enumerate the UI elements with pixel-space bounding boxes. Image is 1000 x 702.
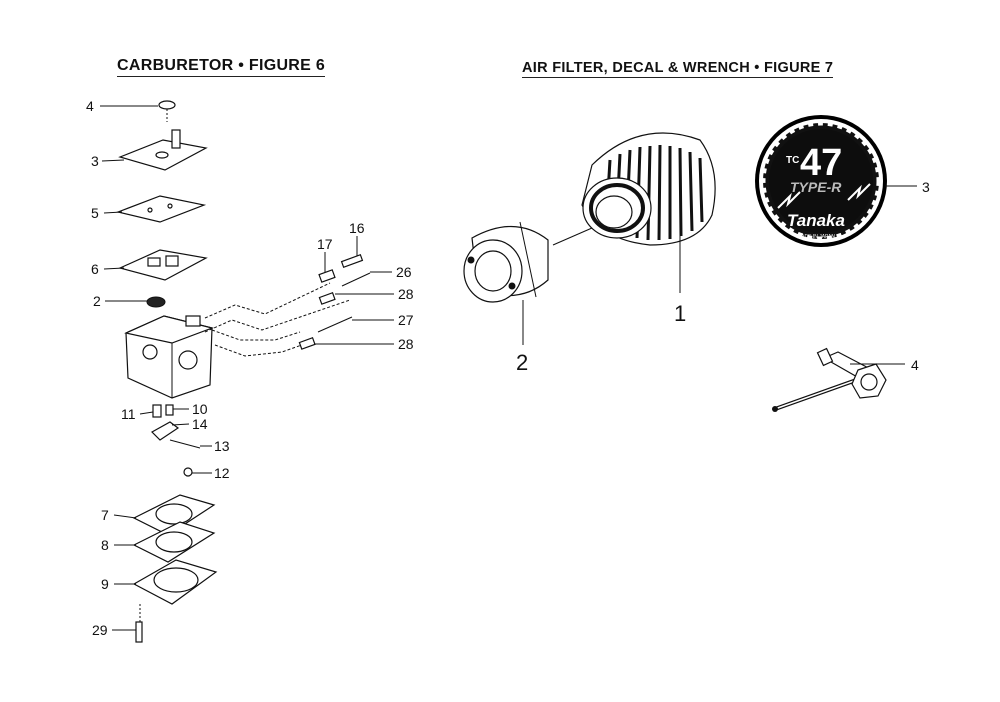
decal-made-in: MADE IN JAPAN	[797, 234, 835, 240]
callout-29: 29	[92, 622, 108, 638]
callout-28-bottom: 28	[398, 336, 414, 352]
part-3-pump-cover	[118, 129, 208, 171]
callout-27: 27	[398, 312, 414, 328]
part-17-spring	[318, 269, 336, 283]
callout-11: 11	[121, 406, 136, 422]
figure-7-title: AIR FILTER, DECAL & WRENCH • FIGURE 7	[522, 60, 834, 78]
figure-6-title: CARBURETOR • FIGURE 6	[117, 57, 326, 77]
part-27-needle	[317, 316, 353, 333]
callout-9: 9	[101, 576, 109, 592]
callout-1: 1	[674, 301, 686, 326]
callout-5: 5	[91, 205, 99, 221]
part-2-screen	[146, 296, 166, 308]
part-4-wrench: 4	[772, 347, 919, 412]
callout-3-decal: 3	[922, 179, 930, 195]
decal-model-prefix: TC	[786, 155, 799, 166]
callout-16: 16	[349, 220, 365, 236]
callout-3: 3	[91, 153, 99, 169]
decal-type-text: TYPE-R	[790, 179, 842, 195]
part-7-gasket	[132, 494, 216, 536]
part-12-screw	[183, 467, 193, 477]
callout-28-top: 28	[398, 286, 414, 302]
decal-model-number: 47	[800, 142, 842, 184]
part-1-filter-element	[581, 132, 716, 246]
callout-2-cover: 2	[516, 350, 528, 375]
callout-4-wrench: 4	[911, 357, 919, 373]
air-filter-figure: 1 2	[463, 132, 716, 375]
part-29-screw	[135, 621, 143, 643]
callout-10: 10	[192, 401, 208, 417]
callout-7: 7	[101, 507, 109, 523]
part-8-diaphragm	[132, 521, 216, 563]
carburetor-body	[124, 315, 215, 399]
part-14-lever	[151, 421, 180, 441]
part-11-needle	[152, 404, 162, 418]
part-5-gasket	[115, 195, 207, 223]
part-26-needle	[341, 272, 371, 287]
carburetor-figure: 4 3 5 6 2 16 17 26 28 27 28 11 10 14 13 …	[86, 98, 414, 643]
part-28-spring	[318, 292, 336, 305]
callout-26: 26	[396, 264, 412, 280]
decal-brand: Tanaka	[787, 211, 845, 230]
callout-17: 17	[317, 236, 333, 252]
callout-13: 13	[214, 438, 230, 454]
callout-14: 14	[192, 416, 208, 432]
callout-12: 12	[214, 465, 230, 481]
part-28-spring-b	[298, 337, 316, 350]
callout-8: 8	[101, 537, 109, 553]
part-3-decal: TC 47 TYPE-R Tanaka MADE IN JAPAN 3	[755, 115, 930, 247]
part-13-pin	[169, 439, 201, 449]
callout-6: 6	[91, 261, 99, 277]
decal-lightning-right-icon	[847, 183, 871, 201]
part-9-cover	[132, 559, 218, 605]
part-2-filter-cover	[463, 221, 549, 303]
callout-2: 2	[93, 293, 101, 309]
part-6-diaphragm	[118, 249, 208, 281]
decal-lightning-left-icon	[777, 191, 801, 209]
part-10-spring	[165, 404, 174, 416]
callout-4: 4	[86, 98, 94, 114]
part-4-screw	[158, 100, 176, 122]
part-16-screw	[340, 253, 364, 269]
